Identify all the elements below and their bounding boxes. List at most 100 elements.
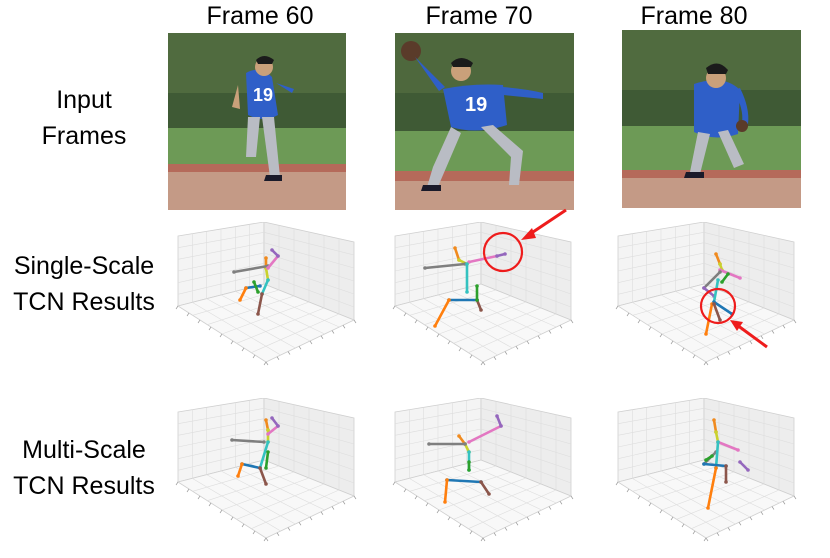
- joint-point: [266, 432, 270, 436]
- joint-point: [714, 430, 718, 434]
- axes-box: [175, 222, 357, 366]
- row-label-line1: Input: [56, 86, 112, 114]
- joint-point: [230, 438, 234, 442]
- joint-point: [256, 312, 260, 316]
- joint-point: [427, 442, 431, 446]
- bone-head: [712, 418, 718, 434]
- bone-hip: [240, 462, 262, 470]
- joint-point: [479, 480, 483, 484]
- row-label-line1: Multi-Scale: [22, 436, 146, 464]
- axes-box: [392, 222, 574, 366]
- joint-point: [240, 462, 244, 466]
- joint-point: [453, 246, 457, 250]
- bone-left-arm: [266, 254, 280, 270]
- joint-point: [736, 448, 740, 452]
- row-label-multi-scale: Multi-Scale TCN Results: [0, 432, 168, 504]
- row-label-line1: Single-Scale: [13, 252, 155, 280]
- joint-point: [276, 424, 280, 428]
- jersey-number: 19: [253, 85, 273, 105]
- joint-point: [714, 252, 718, 256]
- bone-left-arm: [718, 268, 742, 280]
- joint-point: [264, 466, 268, 470]
- bone-spine: [714, 440, 720, 470]
- joint-point: [266, 440, 270, 444]
- row-label-line2: TCN Results: [13, 288, 155, 316]
- bone-left-arm: [467, 424, 503, 444]
- bone-right-arm: [230, 438, 266, 444]
- joint-point: [720, 280, 724, 284]
- bone-left-arm: [716, 440, 740, 452]
- pitcher-figure: [684, 63, 749, 178]
- joint-point: [457, 258, 461, 262]
- bone-right-leg: [236, 462, 244, 478]
- joint-point: [260, 292, 264, 296]
- joint-point: [467, 450, 471, 454]
- joint-point: [276, 254, 280, 258]
- joint-point: [479, 308, 483, 312]
- pitcher-figure: [232, 56, 294, 181]
- joint-point: [499, 424, 503, 428]
- joint-point: [447, 298, 451, 302]
- joint-point: [495, 414, 499, 418]
- bone-wrist: [738, 460, 750, 472]
- joint-point: [495, 254, 499, 258]
- joint-point: [423, 266, 427, 270]
- joint-point: [244, 286, 248, 290]
- bone-hip: [445, 478, 483, 484]
- joint-point: [467, 468, 471, 472]
- joint-point: [433, 324, 437, 328]
- joint-point: [712, 302, 716, 306]
- joint-point: [258, 284, 262, 288]
- bone-right-leg: [443, 478, 449, 504]
- joint-point: [467, 460, 471, 464]
- joint-point: [706, 506, 710, 510]
- input-frame-60-image: 19: [168, 33, 346, 210]
- joint-point: [714, 466, 718, 470]
- joint-point: [704, 458, 708, 462]
- joint-point: [443, 500, 447, 504]
- plot-multi-scale-frame-80: [608, 398, 803, 558]
- joint-point: [266, 450, 270, 454]
- joint-point: [730, 312, 734, 316]
- joint-point: [718, 270, 722, 274]
- bone-hip: [702, 462, 728, 468]
- plot-single-scale-frame-80: [608, 222, 803, 382]
- joint-point: [264, 482, 268, 486]
- bone-right-arm: [423, 262, 467, 270]
- row-label-input-frames: Input Frames: [0, 82, 168, 154]
- joint-point: [238, 298, 242, 302]
- joint-point: [746, 468, 750, 472]
- bone-head: [453, 246, 461, 262]
- joint-point: [724, 480, 728, 484]
- bone-left-leg: [256, 292, 264, 316]
- joint-point: [726, 272, 730, 276]
- axes-box: [175, 398, 357, 542]
- axes-box: [615, 398, 797, 542]
- joint-point: [266, 278, 270, 282]
- jersey-number: 19: [465, 94, 487, 116]
- joint-point: [704, 332, 708, 336]
- bone-left-leg: [258, 466, 268, 486]
- joint-point: [465, 290, 469, 294]
- bone-right-arm: [232, 264, 270, 274]
- joint-point: [702, 286, 706, 290]
- row-label-line2: Frames: [41, 122, 127, 150]
- joint-point: [252, 280, 256, 284]
- joint-point: [457, 434, 461, 438]
- joint-point: [266, 266, 270, 270]
- joint-point: [232, 270, 236, 274]
- plot-single-scale-frame-60: [168, 222, 363, 382]
- joint-point: [270, 416, 274, 420]
- column-title-frame-80: Frame 80: [640, 2, 748, 30]
- joint-point: [738, 276, 742, 280]
- row-label-line2: TCN Results: [13, 472, 155, 500]
- joint-point: [702, 462, 706, 466]
- joint-point: [475, 298, 479, 302]
- joint-point: [467, 440, 471, 444]
- joint-point: [270, 248, 274, 252]
- joint-point: [463, 442, 467, 446]
- plot-multi-scale-frame-60: [168, 398, 363, 558]
- input-frame-70-image: 19: [395, 33, 574, 210]
- plot-single-scale-frame-70: [385, 222, 580, 382]
- bone-spine: [260, 278, 270, 296]
